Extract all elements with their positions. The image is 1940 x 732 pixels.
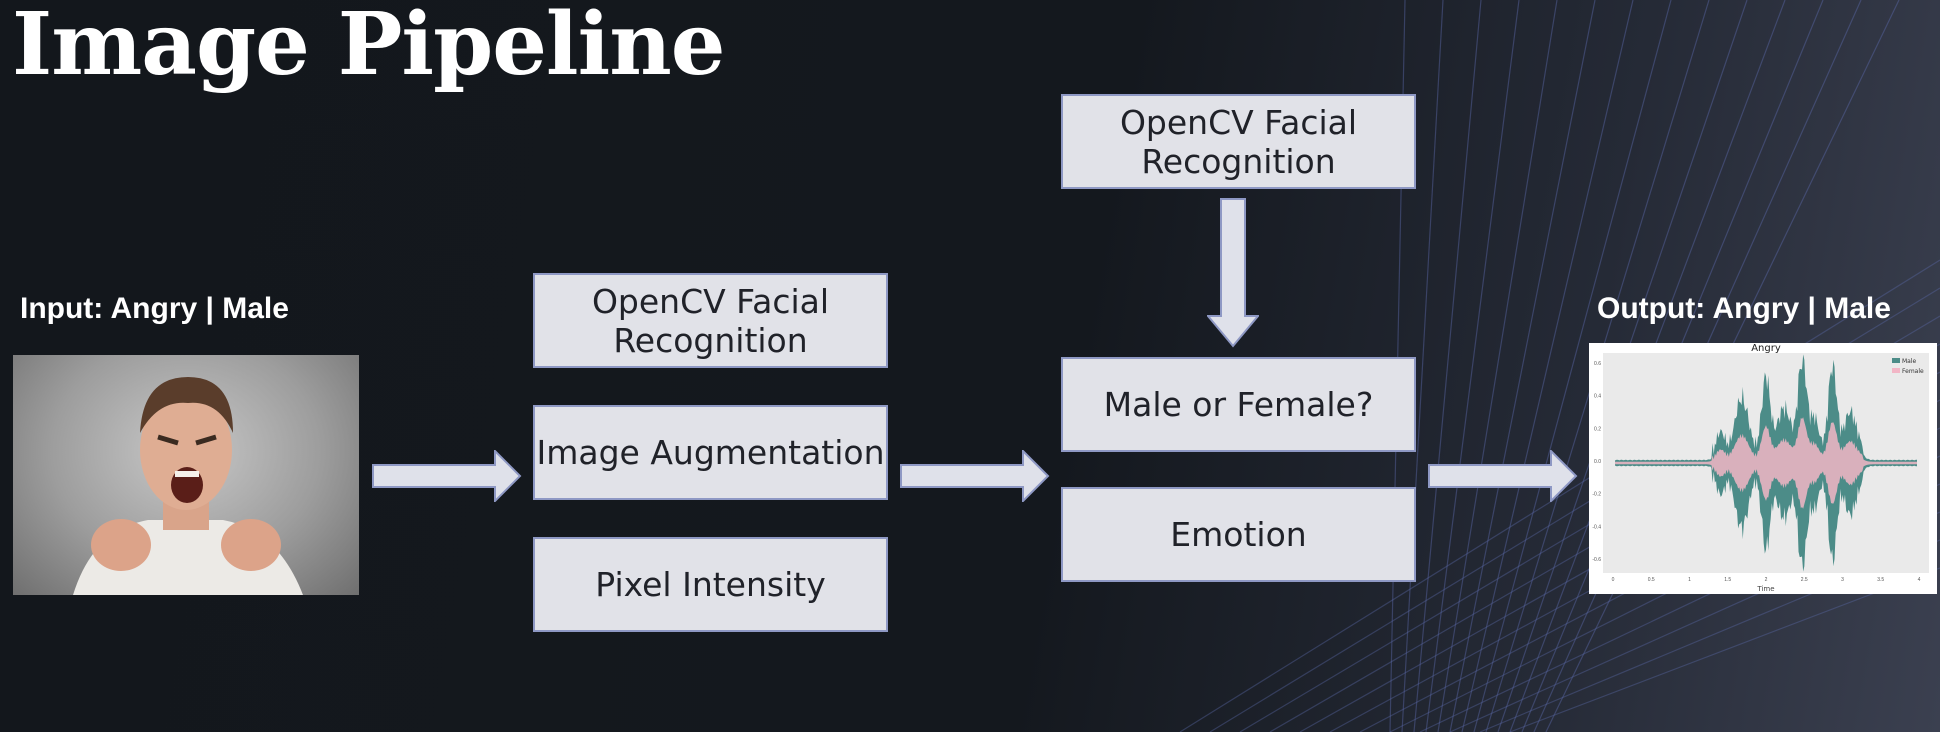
opencv-facial-recognition-box: OpenCV Facial Recognition [533, 273, 888, 368]
pixel-intensity-box: Pixel Intensity [533, 537, 888, 632]
male-or-female-box: Male or Female? [1061, 357, 1416, 452]
page-title: Image Pipeline [12, 0, 726, 95]
input-label: Input: Angry | Male [20, 292, 289, 325]
female-wave [1615, 417, 1917, 509]
x-tick-label: 2.5 [1801, 577, 1808, 583]
x-tick-label: 1.5 [1724, 577, 1731, 583]
plot-title: Angry [1751, 343, 1781, 354]
plot-legend-female: Female [1902, 368, 1924, 375]
x-tick-label: 3 [1841, 577, 1844, 583]
arrow-down-icon [1207, 198, 1259, 348]
y-tick-label: 0.4 [1594, 394, 1601, 400]
arrow-right-icon [1428, 450, 1578, 502]
input-face-photo [13, 355, 359, 595]
arrow-right-icon [900, 450, 1050, 502]
x-tick-label: 3.5 [1877, 577, 1884, 583]
plot-waveform [1615, 354, 1917, 572]
x-tick-label: 0 [1612, 577, 1615, 583]
opencv-facial-recognition-box-top: OpenCV Facial Recognition [1061, 94, 1416, 189]
image-augmentation-box: Image Augmentation [533, 405, 888, 500]
output-label: Output: Angry | Male [1597, 292, 1891, 325]
y-tick-label: -0.2 [1592, 492, 1601, 498]
arrow-right-icon [372, 450, 522, 502]
plot-xlabel: Time [1756, 585, 1774, 593]
y-tick-label: -0.4 [1592, 524, 1601, 530]
x-tick-label: 0.5 [1648, 577, 1655, 583]
x-tick-label: 2 [1765, 577, 1768, 583]
output-waveform-plot: Angry Time 0 0.5 1 1.5 2 2.5 3 3.5 4 0.6 0.4 0.2 0.0… [1589, 343, 1937, 594]
y-tick-label: 0.0 [1594, 459, 1601, 465]
plot-ticks: 0 0.5 1 1.5 2 2.5 3 3.5 4 0.6 0.4 0.2 0.0 -0.2 -0.4 -0.… [1592, 361, 1920, 583]
y-tick-label: -0.6 [1592, 557, 1601, 563]
y-tick-label: 0.6 [1594, 361, 1601, 367]
emotion-box: Emotion [1061, 487, 1416, 582]
x-tick-label: 1 [1688, 577, 1691, 583]
y-tick-label: 0.2 [1594, 426, 1601, 432]
x-tick-label: 4 [1918, 577, 1921, 583]
plot-legend-male: Male [1902, 358, 1917, 365]
